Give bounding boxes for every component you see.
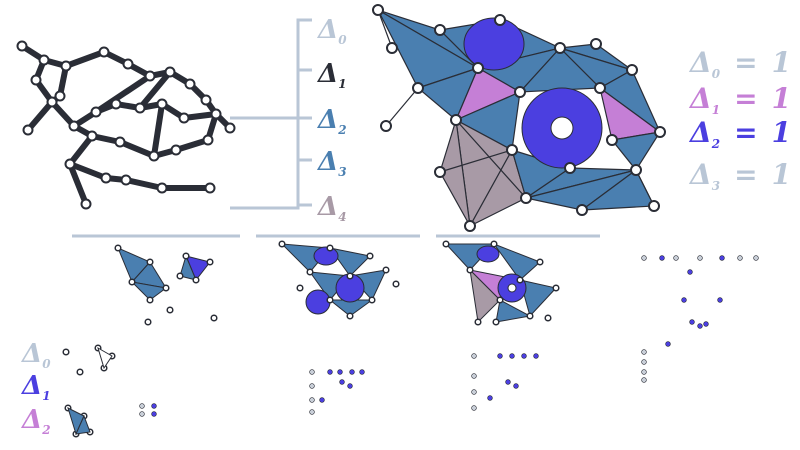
- delta-label-0: Δ0: [316, 15, 347, 47]
- right-legend: Δ0=1 Δ1=1 Δ2=1 Δ3=1: [688, 46, 791, 193]
- persistence-barcode-icon: [139, 255, 759, 417]
- simplicial-complex-main: [372, 4, 666, 232]
- legend-delta-0: Δ0=1: [688, 46, 791, 81]
- filtration-step-3: [444, 242, 557, 324]
- bottom-delta-0: Δ0: [20, 339, 51, 371]
- bottom-delta-1: Δ1: [20, 371, 51, 403]
- bottom-legend: Δ0 Δ1 Δ2: [20, 339, 51, 437]
- violet-disk: [463, 17, 525, 71]
- delta-label-2: Δ2: [316, 105, 347, 137]
- filtration-step-2: [280, 243, 387, 317]
- bottom-delta-2: Δ2: [20, 405, 51, 437]
- small-vertices: [62, 240, 560, 438]
- delta-label-3: Δ3: [316, 147, 347, 179]
- bracket-connector: [230, 18, 312, 210]
- legend-delta-3: Δ3=1: [688, 158, 791, 193]
- delta-label-1: Δ1: [316, 59, 347, 91]
- legend-delta-2: Δ2=1: [688, 116, 791, 151]
- legend-delta-1: Δ1=1: [688, 82, 791, 117]
- filtration-step-1: [117, 247, 211, 301]
- left-delta-stack: Δ0 Δ1 Δ2 Δ3 Δ4: [316, 15, 347, 224]
- point-cloud-filtration: [16, 40, 236, 210]
- delta-label-4: Δ4: [316, 192, 347, 224]
- mini-complex: [67, 346, 113, 436]
